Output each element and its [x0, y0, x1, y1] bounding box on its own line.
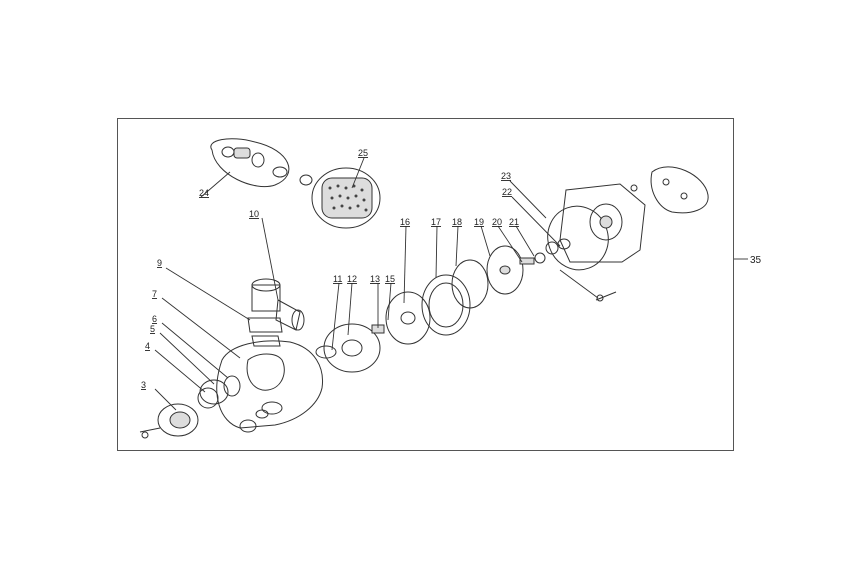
label-11: 11	[333, 274, 342, 284]
part-18-ring	[451, 259, 489, 309]
part-9-flange	[247, 317, 283, 347]
label-12: 12	[347, 274, 357, 284]
part-labels: 3 4 5 6 7 9 10 11 12 13 15 16 17 18 19 2…	[141, 148, 762, 390]
leader-lines	[154, 157, 748, 411]
part-19-impeller	[486, 245, 524, 295]
part-23-oring	[547, 205, 609, 271]
label-16: 16	[400, 217, 410, 227]
label-6: 6	[152, 314, 157, 324]
label-9: 9	[157, 258, 162, 268]
label-24: 24	[199, 188, 209, 198]
part-17-impeller	[421, 274, 471, 336]
label-7: 7	[152, 289, 157, 299]
label-23: 23	[501, 171, 511, 181]
part-10-outlet	[251, 278, 305, 331]
label-15: 15	[385, 274, 395, 284]
part-20-21-22-seals	[519, 238, 571, 265]
end-plate	[650, 166, 709, 214]
label-4: 4	[145, 341, 150, 351]
bolt	[595, 291, 617, 302]
label-5: 5	[150, 324, 155, 334]
part-11-12-13-seals	[315, 323, 385, 373]
label-18: 18	[452, 217, 462, 227]
label-17: 17	[431, 217, 441, 227]
label-25: 25	[358, 148, 368, 158]
part-15-16-disc	[385, 291, 431, 345]
part-3-inlet-cover	[139, 403, 199, 439]
label-3: 3	[141, 380, 146, 390]
label-20: 20	[492, 217, 502, 227]
label-13: 13	[370, 274, 380, 284]
motor-flange	[559, 183, 646, 263]
label-21: 21	[509, 217, 519, 227]
part-25-strainer	[311, 167, 381, 229]
part-6-5-4-gaskets	[197, 375, 241, 409]
part-24-fitting-group	[210, 138, 313, 187]
label-10: 10	[249, 209, 259, 219]
pump-housing	[216, 340, 324, 433]
label-35: 35	[750, 255, 762, 266]
diagram-frame	[117, 118, 734, 451]
label-19: 19	[474, 217, 484, 227]
label-22: 22	[502, 187, 512, 197]
